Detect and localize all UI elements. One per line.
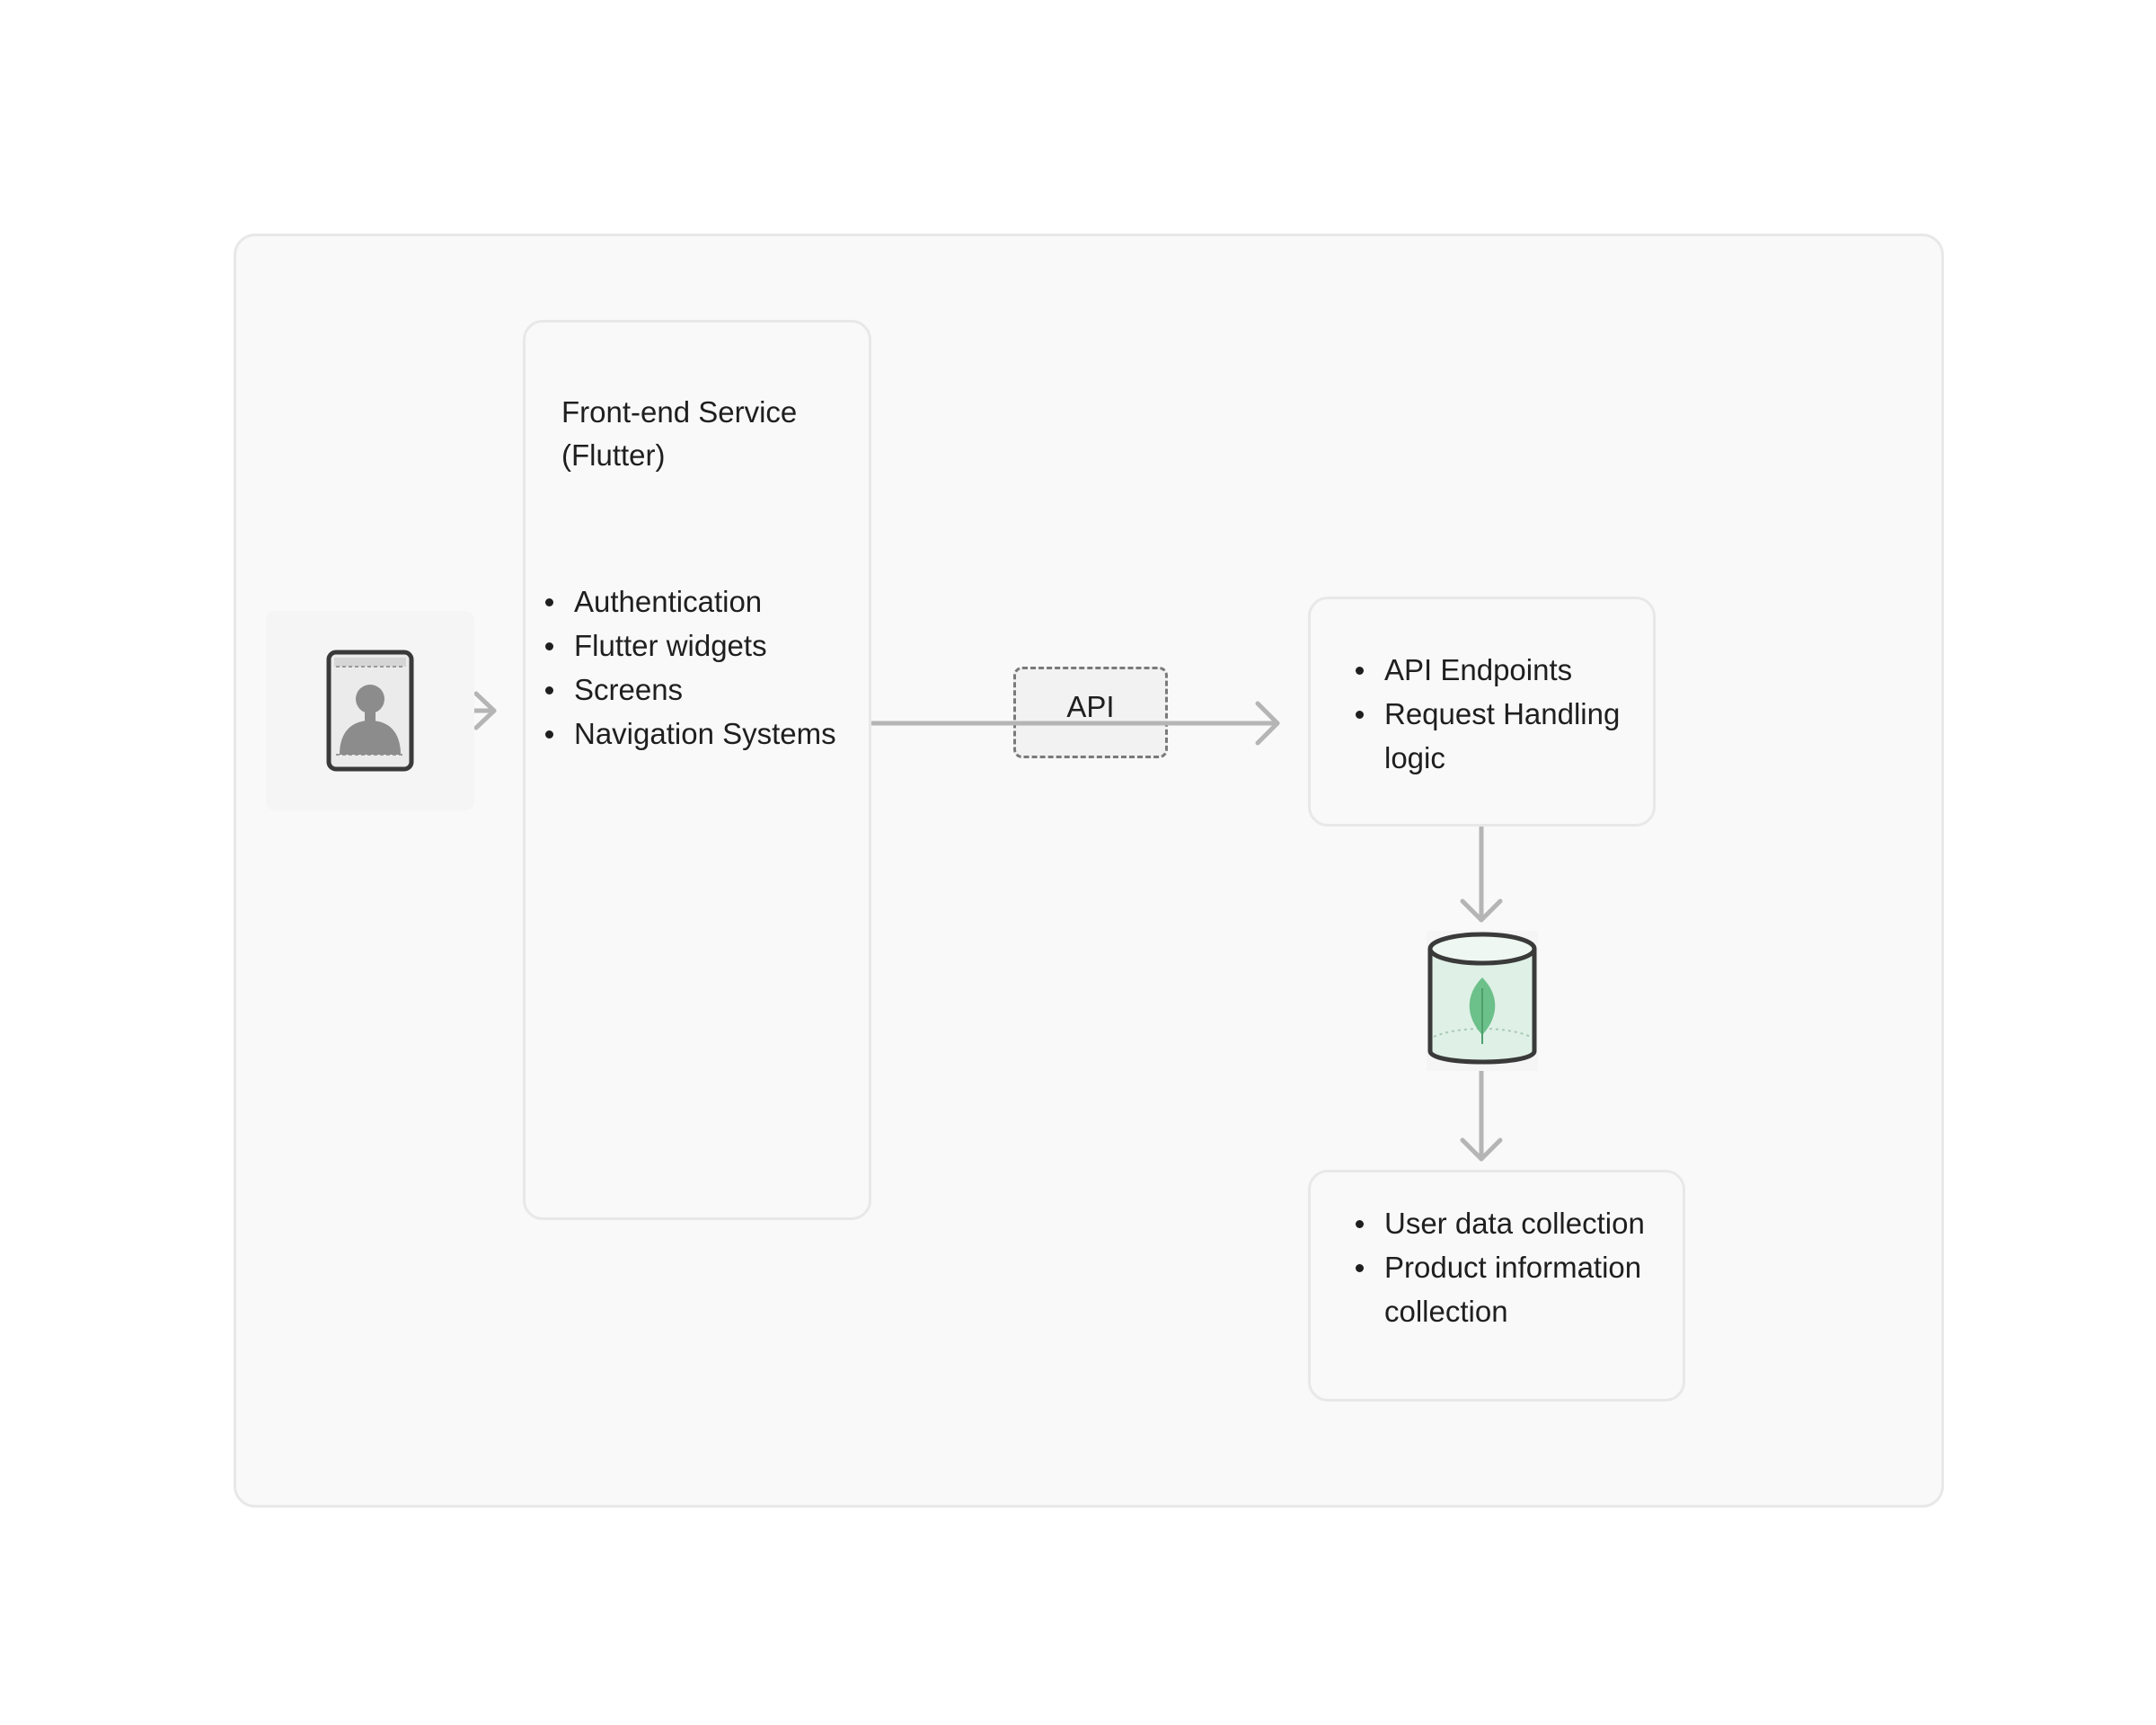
frontend-feature-list: Authentication Flutter widgets Screens N…	[542, 579, 836, 756]
backend-feature-list: API Endpoints Request Handling logic	[1352, 648, 1639, 780]
frontend-service-title: Front-end Service (Flutter)	[561, 395, 798, 472]
api-label: API	[1066, 690, 1115, 723]
list-item: API Endpoints	[1352, 648, 1639, 692]
collections-list: User data collection Product information…	[1352, 1201, 1666, 1333]
mongodb-database-icon	[1421, 925, 1543, 1076]
list-item: Navigation Systems	[542, 712, 836, 756]
frontend-service-card: Front-end Service (Flutter) Authenticati…	[523, 320, 871, 1220]
list-item: Product information collection	[1352, 1245, 1663, 1333]
list-item: Screens	[542, 668, 836, 712]
system-boundary	[234, 234, 1944, 1508]
backend-service-card: API Endpoints Request Handling logic	[1308, 597, 1656, 827]
database-collections-card: User data collection Product information…	[1308, 1170, 1685, 1402]
list-item: Authentication	[542, 579, 836, 624]
mobile-user-icon	[325, 649, 415, 773]
api-label-box: API	[1013, 667, 1168, 758]
list-item: Request Handling logic	[1352, 692, 1627, 780]
list-item: User data collection	[1352, 1201, 1666, 1245]
list-item: Flutter widgets	[542, 624, 836, 668]
